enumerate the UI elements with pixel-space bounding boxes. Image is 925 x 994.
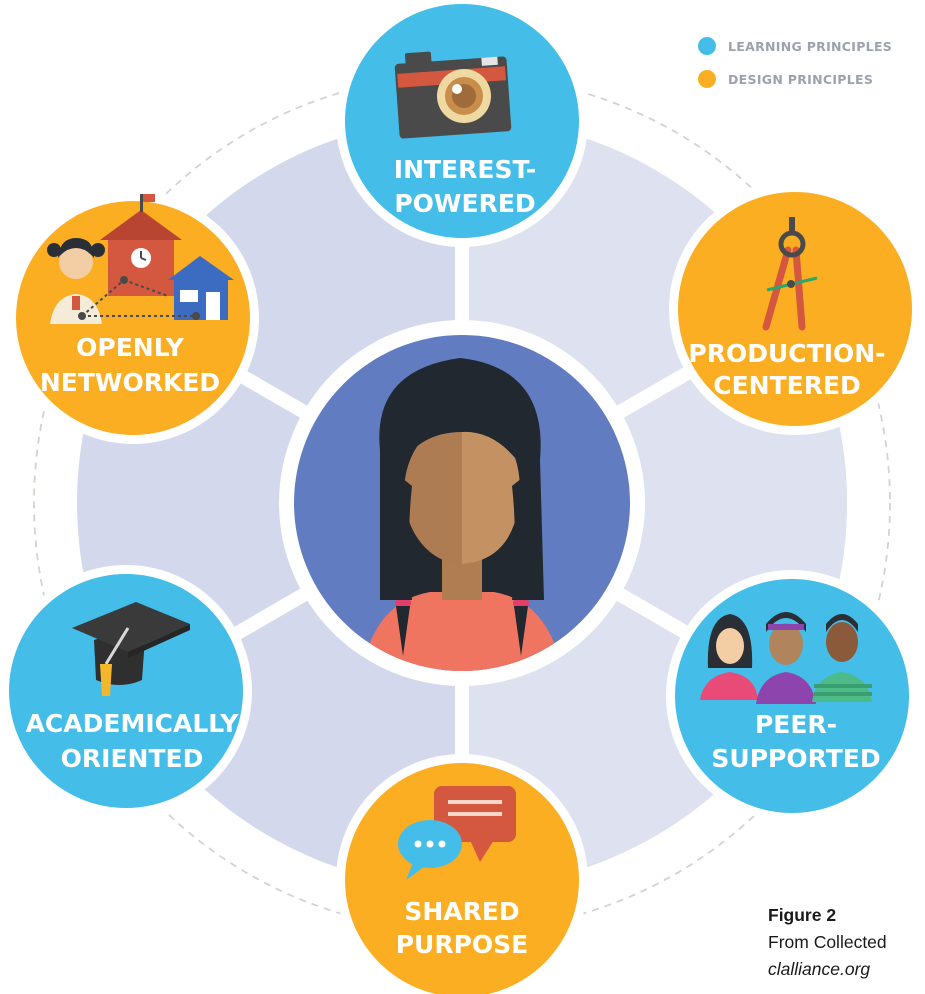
legend: LEARNING PRINCIPLES DESIGN PRINCIPLES: [698, 37, 892, 88]
node-academic-label-1: ACADEMICALLY: [26, 709, 240, 738]
node-interest-powered: INTEREST- POWERED: [336, 0, 588, 247]
node-shared-circle: [345, 763, 579, 994]
drafting-compass-icon: [762, 217, 818, 331]
node-academic-label-2: ORIENTED: [61, 744, 204, 773]
caption-title: Figure 2: [768, 905, 837, 925]
node-shared-purpose: SHARED PURPOSE: [336, 754, 588, 994]
caption-site: clalliance.org: [768, 959, 871, 979]
camera-icon: [394, 51, 512, 139]
peers-group-icon: [700, 612, 872, 704]
node-network-label-1: OPENLY: [76, 333, 185, 362]
node-openly-networked: OPENLY NETWORKED: [7, 192, 259, 444]
node-academic-circle: [9, 574, 243, 808]
legend-design-label: DESIGN PRINCIPLES: [728, 72, 873, 87]
student-girl-icon: [360, 358, 564, 671]
legend-learning-dot: [698, 37, 716, 55]
graduation-cap-icon: [72, 602, 190, 696]
node-production-label-1: PRODUCTION-: [688, 339, 885, 368]
figure-caption: Figure 2 From Collected clalliance.org: [768, 902, 887, 983]
legend-learning-label: LEARNING PRINCIPLES: [728, 39, 892, 54]
speech-bubbles-icon: [398, 786, 516, 880]
school-home-network-icon: [47, 194, 234, 324]
legend-design-dot: [698, 70, 716, 88]
node-interest-label-1: INTEREST-: [394, 155, 536, 184]
node-production-centered: PRODUCTION- CENTERED: [669, 183, 921, 435]
node-production-label-2: CENTERED: [713, 371, 861, 400]
node-shared-label-1: SHARED: [404, 897, 519, 926]
node-academically-oriented: ACADEMICALLY ORIENTED: [0, 565, 252, 817]
node-production-circle: [678, 192, 912, 426]
node-peer-supported: PEER- SUPPORTED: [666, 570, 918, 822]
node-peer-label-1: PEER-: [755, 710, 837, 739]
node-network-label-2: NETWORKED: [40, 368, 220, 397]
caption-source: From Collected: [768, 932, 887, 952]
node-interest-label-2: POWERED: [394, 189, 535, 218]
node-peer-label-2: SUPPORTED: [711, 744, 880, 773]
node-shared-label-2: PURPOSE: [396, 930, 529, 959]
